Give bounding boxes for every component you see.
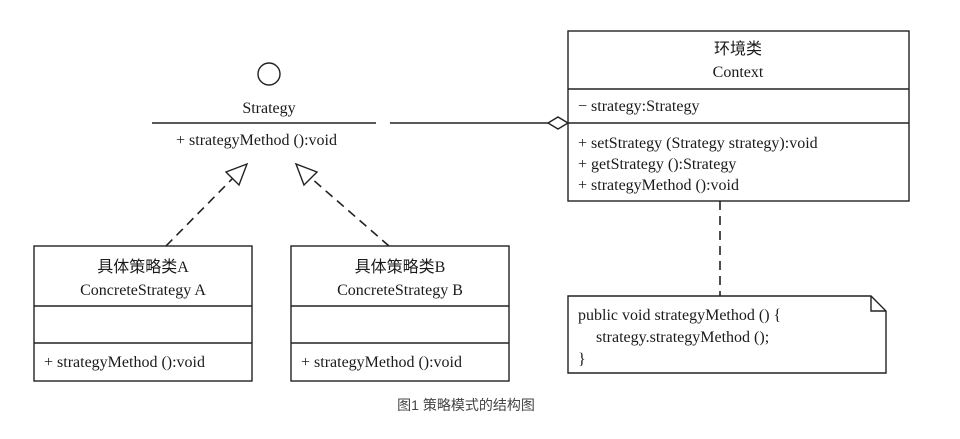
realization-arrowhead-icon bbox=[294, 162, 319, 187]
context-title-en: Context bbox=[713, 64, 764, 81]
code-note: public void strategyMethod () { strategy… bbox=[567, 295, 887, 374]
concrete-strategy-a-class: 具体策略类A ConcreteStrategy A + strategyMeth… bbox=[33, 245, 253, 382]
strategy-interface: Strategy + strategyMethod ():void bbox=[152, 62, 376, 149]
strategy-interface-method: + strategyMethod ():void bbox=[176, 132, 337, 149]
realization-arrowhead-icon bbox=[224, 162, 249, 187]
concrete-strategy-b-class: 具体策略类B ConcreteStrategy B + strategyMeth… bbox=[290, 245, 510, 382]
concrete-strategy-a-box bbox=[33, 245, 253, 382]
strategy-interface-name: Strategy bbox=[242, 100, 295, 117]
realization-arrow-a bbox=[165, 162, 249, 247]
aggregation-diamond-icon bbox=[546, 116, 570, 130]
interface-lollipop-icon bbox=[257, 62, 281, 86]
concrete-strategy-b-box bbox=[290, 245, 510, 382]
note-folded-corner-icon bbox=[870, 296, 886, 312]
figure-caption: 图1 策略模式的结构图 bbox=[397, 397, 535, 413]
context-method: + setStrategy (Strategy strategy):void bbox=[578, 135, 818, 152]
concrete-strategy-b-title-cn: 具体策略类B bbox=[355, 258, 446, 276]
context-class-box bbox=[567, 30, 910, 202]
realization-arrow-b bbox=[294, 162, 390, 247]
concrete-strategy-a-title-en: ConcreteStrategy A bbox=[80, 282, 206, 299]
note-line: public void strategyMethod () { bbox=[578, 307, 781, 324]
concrete-strategy-a-method: + strategyMethod ():void bbox=[44, 354, 205, 371]
realization-line-b bbox=[310, 177, 390, 247]
note-line: strategy.strategyMethod (); bbox=[596, 329, 769, 346]
concrete-strategy-b-title-en: ConcreteStrategy B bbox=[337, 282, 463, 299]
context-method: + getStrategy ():Strategy bbox=[578, 156, 736, 173]
aggregation-connector bbox=[390, 116, 570, 130]
concrete-strategy-a-title-cn: 具体策略类A bbox=[97, 258, 189, 276]
realization-line-a bbox=[165, 177, 234, 247]
note-box bbox=[567, 295, 887, 374]
context-attribute: − strategy:Strategy bbox=[578, 98, 699, 115]
concrete-strategy-b-method: + strategyMethod ():void bbox=[301, 354, 462, 371]
context-title-cn: 环境类 bbox=[714, 39, 762, 58]
note-line: } bbox=[578, 351, 586, 368]
context-method: + strategyMethod ():void bbox=[578, 177, 739, 194]
context-class: 环境类 Context − strategy:Strategy + setStr… bbox=[567, 30, 910, 202]
